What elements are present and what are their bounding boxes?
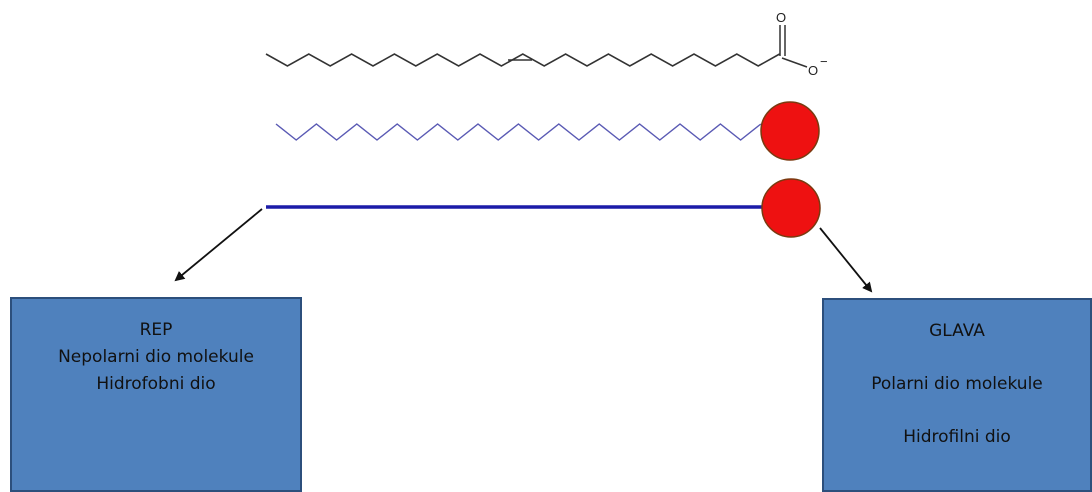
tail-description-box: REP Nepolarni dio molekule Hidrofobni di… (10, 297, 302, 492)
negative-charge-label: − (820, 54, 828, 69)
arrow-to-head-box (819, 227, 873, 293)
oxygen-side-label: O (808, 63, 818, 78)
head-box-title: GLAVA (929, 321, 985, 341)
head-description-box: GLAVA Polarni dio molekule Hidrofilni di… (822, 298, 1092, 492)
head-box-line2: Hidrofilni dio (903, 427, 1011, 447)
fatty-acid-skeletal-chain (265, 53, 780, 67)
oxygen-top-label: O (776, 10, 786, 25)
tail-box-line2: Hidrofobni dio (96, 374, 216, 394)
polar-head-circle-zigzag (760, 101, 820, 161)
tail-box-title: REP (139, 320, 173, 340)
arrow-to-tail-box (174, 208, 263, 282)
zigzag-hydrocarbon-tail (275, 123, 762, 141)
head-box-line1: Polarni dio molekule (871, 374, 1043, 394)
polar-head-circle-straight (761, 178, 821, 238)
tail-box-line1: Nepolarni dio molekule (58, 347, 254, 367)
carboxylate-bond (781, 57, 808, 68)
